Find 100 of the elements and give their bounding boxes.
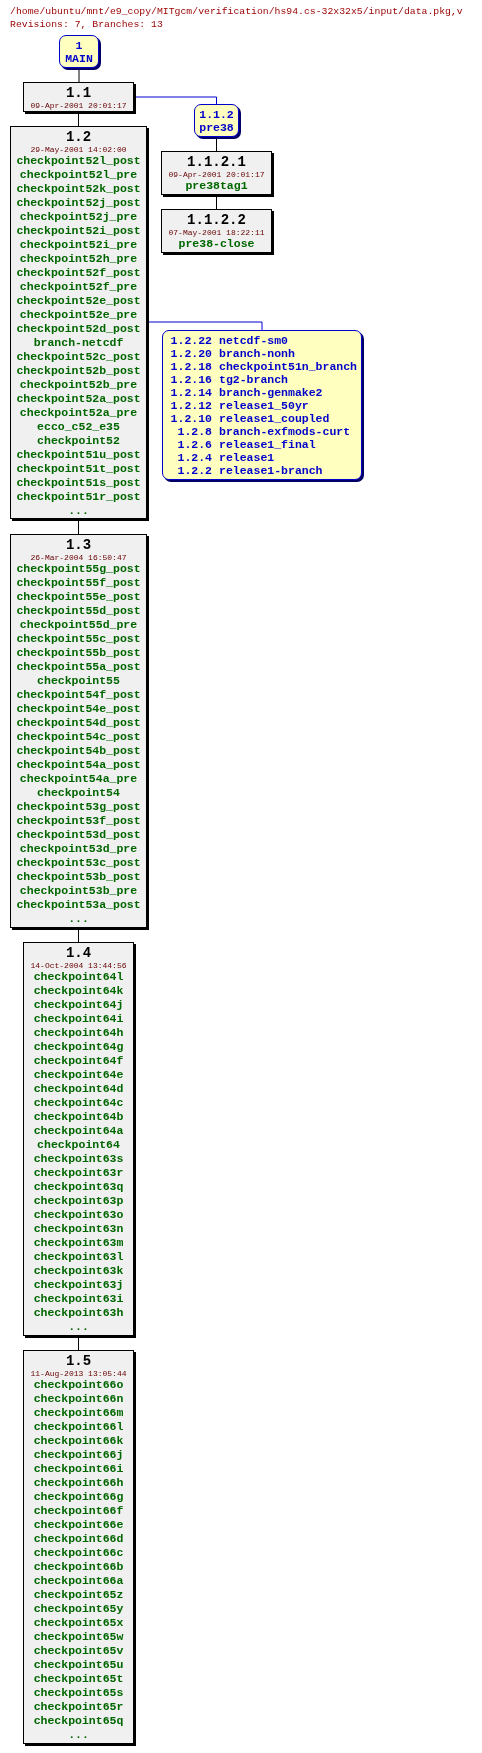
tag-name: checkpoint52a_pre	[19, 406, 138, 420]
tag-name: checkpoint65r	[33, 1700, 124, 1714]
branch-box	[59, 35, 99, 68]
tag-name: checkpoint55d_pre	[19, 618, 138, 632]
tag-name: pre38-close	[178, 237, 255, 251]
tag-name: checkpoint53f_post	[16, 814, 141, 828]
tag-name: checkpoint64h	[33, 1026, 124, 1040]
tag-name: checkpoint54f_post	[16, 688, 141, 702]
branch-tag-name: release1	[219, 451, 275, 464]
branch-tag-name: checkpoint51n_branch	[219, 360, 358, 373]
revision-number: 1.4	[65, 945, 92, 961]
tag-name: checkpoint65t	[33, 1672, 124, 1686]
tag-name: checkpoint64j	[33, 998, 124, 1012]
tag-name: checkpoint63l	[33, 1250, 124, 1264]
branch-number: 1.2.16	[169, 373, 212, 386]
tag-name: checkpoint55d_post	[16, 604, 141, 618]
tag-name: checkpoint64e	[33, 1068, 124, 1082]
tag-name: checkpoint53b_pre	[19, 884, 138, 898]
tag-name: checkpoint66n	[33, 1392, 124, 1406]
tag-name: checkpoint66e	[33, 1518, 124, 1532]
tag-name: checkpoint53d_post	[16, 828, 141, 842]
tag-name: checkpoint64i	[33, 1012, 124, 1026]
tag-name: branch-netcdf	[33, 336, 124, 350]
revision-number: 1.3	[65, 537, 92, 553]
tag-name: checkpoint54a_pre	[19, 772, 138, 786]
revision-date: 26-Mar-2004 16:50:47	[30, 553, 127, 562]
tag-name: checkpoint63n	[33, 1222, 124, 1236]
tag-name: checkpoint51t_post	[16, 462, 141, 476]
tag-name: checkpoint65y	[33, 1602, 124, 1616]
tag-name: checkpoint53c_post	[16, 856, 141, 870]
branch-box	[194, 104, 239, 137]
tag-name: checkpoint65w	[33, 1630, 124, 1644]
tag-name: checkpoint51r_post	[16, 490, 141, 504]
tag-name: checkpoint66o	[33, 1378, 124, 1392]
tag-name: checkpoint66m	[33, 1406, 124, 1420]
tag-name: checkpoint52i_pre	[19, 238, 138, 252]
tag-name: checkpoint65q	[33, 1714, 124, 1728]
tag-name: checkpoint66g	[33, 1490, 124, 1504]
tag-name: checkpoint64c	[33, 1096, 124, 1110]
tag-name: checkpoint52c_post	[16, 350, 141, 364]
tag-name: checkpoint64g	[33, 1040, 124, 1054]
tag-name: checkpoint52f_post	[16, 266, 141, 280]
tag-name: checkpoint64k	[33, 984, 124, 998]
tag-name: checkpoint55g_post	[16, 562, 141, 576]
tag-name: checkpoint65x	[33, 1616, 124, 1630]
tag-name: checkpoint63k	[33, 1264, 124, 1278]
revision-date: 29-May-2001 14:02:00	[30, 145, 127, 154]
tag-name: checkpoint66j	[33, 1448, 124, 1462]
revision-number: 1.5	[65, 1353, 92, 1369]
revision-number: 1.2	[65, 129, 92, 145]
tag-name: checkpoint63j	[33, 1278, 124, 1292]
more-tags-indicator: ...	[68, 1729, 89, 1741]
tag-name: checkpoint52d_post	[16, 322, 141, 336]
tag-name: checkpoint64d	[33, 1082, 124, 1096]
tag-name: checkpoint53b_post	[16, 870, 141, 884]
branch-number: 1.2.2	[176, 464, 212, 477]
branch-tag-name: branch-exfmods-curt	[219, 425, 351, 438]
tag-name: checkpoint52f_pre	[19, 280, 138, 294]
branch-tag-name: release1-branch	[219, 464, 323, 477]
revision-number: 1.1.2.2	[187, 212, 246, 228]
tag-name: checkpoint52h_pre	[19, 252, 138, 266]
tag-name: checkpoint63r	[33, 1166, 124, 1180]
tag-name: checkpoint65v	[33, 1644, 124, 1658]
tag-name: checkpoint65z	[33, 1588, 124, 1602]
tag-name: checkpoint52j_pre	[19, 210, 138, 224]
tag-name: checkpoint51u_post	[16, 448, 141, 462]
tag-name: checkpoint64	[37, 1138, 120, 1152]
revision-box	[23, 1350, 134, 1744]
tag-name: checkpoint52e_post	[16, 294, 141, 308]
tag-name: checkpoint52b_post	[16, 364, 141, 378]
tag-name: checkpoint66h	[33, 1476, 124, 1490]
tag-name: checkpoint52l_pre	[19, 168, 138, 182]
branch-tag-name: release1_coupled	[219, 412, 330, 425]
tag-name: checkpoint53a_post	[16, 898, 141, 912]
connector-line	[133, 96, 217, 105]
revision-box	[161, 209, 272, 253]
tag-name: checkpoint55e_post	[16, 590, 141, 604]
branch-number: 1.2.4	[176, 451, 212, 464]
branch-number: 1.2.6	[176, 438, 212, 451]
branch-tag-name: release1_50yr	[219, 399, 309, 412]
tag-name: ecco_c52_e35	[37, 420, 120, 434]
tag-name: checkpoint52	[37, 434, 120, 448]
tag-name: checkpoint53d_pre	[19, 842, 138, 856]
tag-name: checkpoint66l	[33, 1420, 124, 1434]
tag-name: checkpoint66b	[33, 1560, 124, 1574]
more-tags-indicator: ...	[68, 913, 89, 925]
revision-date: 14-Oct-2004 13:44:56	[30, 961, 127, 970]
more-tags-indicator: ...	[68, 505, 89, 517]
tag-name: checkpoint66k	[33, 1434, 124, 1448]
tag-name: checkpoint63i	[33, 1292, 124, 1306]
tag-name: checkpoint63q	[33, 1180, 124, 1194]
tag-name: checkpoint54e_post	[16, 702, 141, 716]
branch-number: 1	[75, 39, 83, 52]
tag-name: checkpoint66d	[33, 1532, 124, 1546]
tag-name: checkpoint64b	[33, 1110, 124, 1124]
branch-name: MAIN	[65, 52, 93, 65]
tag-name: pre38tag1	[185, 179, 248, 193]
tag-name: checkpoint64f	[33, 1054, 124, 1068]
tag-name: checkpoint52l_post	[16, 154, 141, 168]
revision-box	[10, 534, 147, 928]
